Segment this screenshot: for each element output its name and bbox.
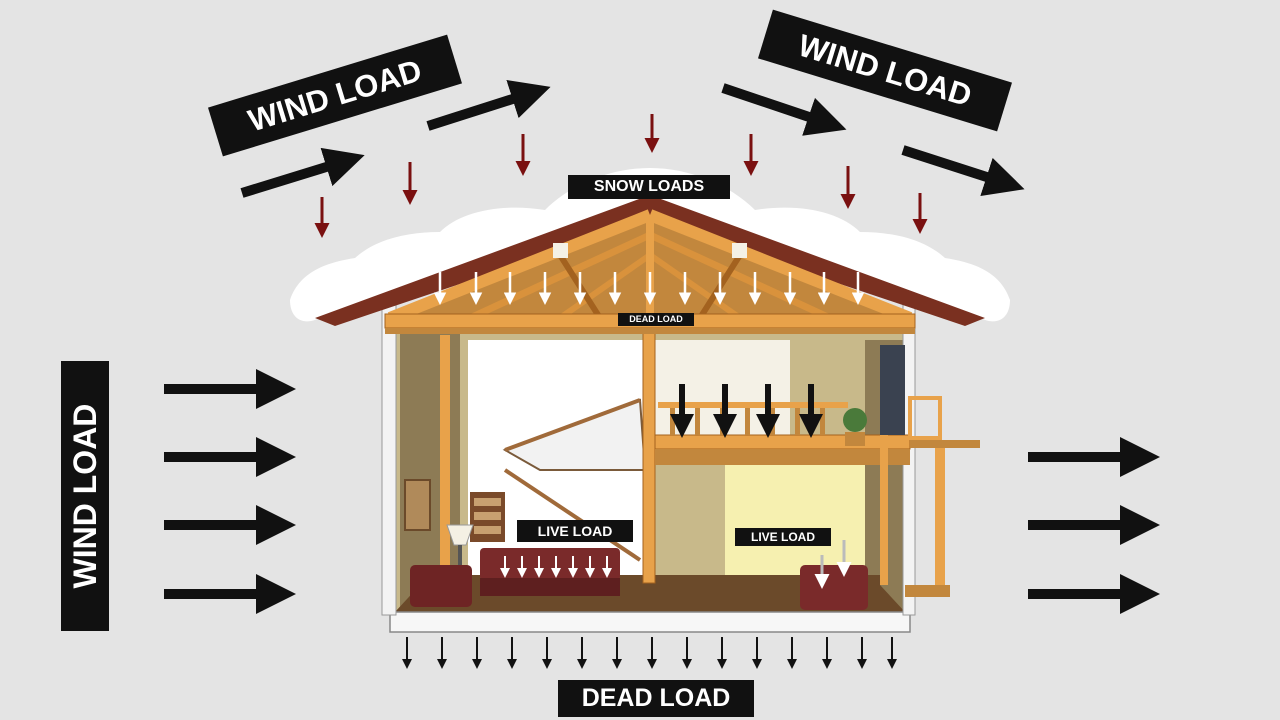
foundation-dead-load-arrows [402,637,897,669]
house-body [381,284,980,633]
snow-load-arrows [314,114,928,238]
wind-arrows [164,79,1160,614]
live-load-label-kitchen: LIVE LOAD [735,528,831,546]
live-load-label-living-room: LIVE LOAD [517,520,633,542]
snow-loads-label: SNOW LOADS [568,175,730,199]
sofa-live-load-arrows [500,556,612,578]
loft-live-load-arrows [670,384,823,438]
dead-load-label-roof: DEAD LOAD [618,313,694,326]
armchair-live-load-arrows [814,540,852,589]
dead-load-label-bottom: DEAD LOAD [558,680,754,717]
roof-dead-load-arrows [433,272,865,305]
wind-load-label-left: WIND LOAD [61,361,109,631]
